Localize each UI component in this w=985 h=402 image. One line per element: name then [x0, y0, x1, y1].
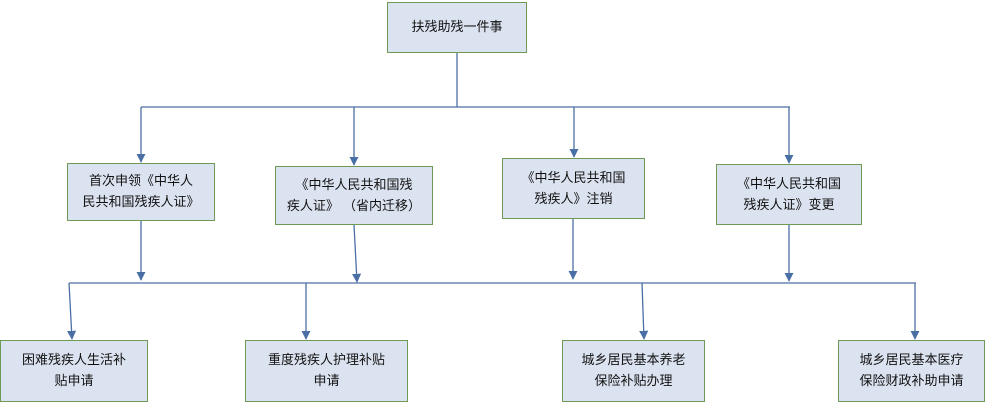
connector-arrow-bot-3 — [639, 282, 649, 340]
connector-arrow-bot-1 — [67, 282, 77, 340]
node-change: 《中华人民共和国 残疾人证》变更 — [716, 164, 862, 225]
node-first-application: 首次申领《中华人 民共和国残疾人证》 — [67, 163, 215, 221]
connector-arrow-mid-2-down — [352, 224, 362, 283]
node-living-subsidy: 困难残疾人生活补 贴申请 — [0, 340, 148, 402]
node-care-subsidy: 重度残疾人护理补贴 申请 — [245, 340, 408, 402]
node-root: 扶残助残一件事 — [387, 2, 527, 53]
node-pension-subsidy: 城乡居民基本养老 保险补贴办理 — [562, 340, 705, 402]
node-medical-insurance-subsidy: 城乡居民基本医疗 保险财政补助申请 — [838, 340, 985, 402]
node-cancellation: 《中华人民共和国 残疾人》注销 — [502, 158, 645, 219]
node-provincial-transfer: 《中华人民共和国残 疾人证》 （省内迁移） — [275, 166, 433, 225]
